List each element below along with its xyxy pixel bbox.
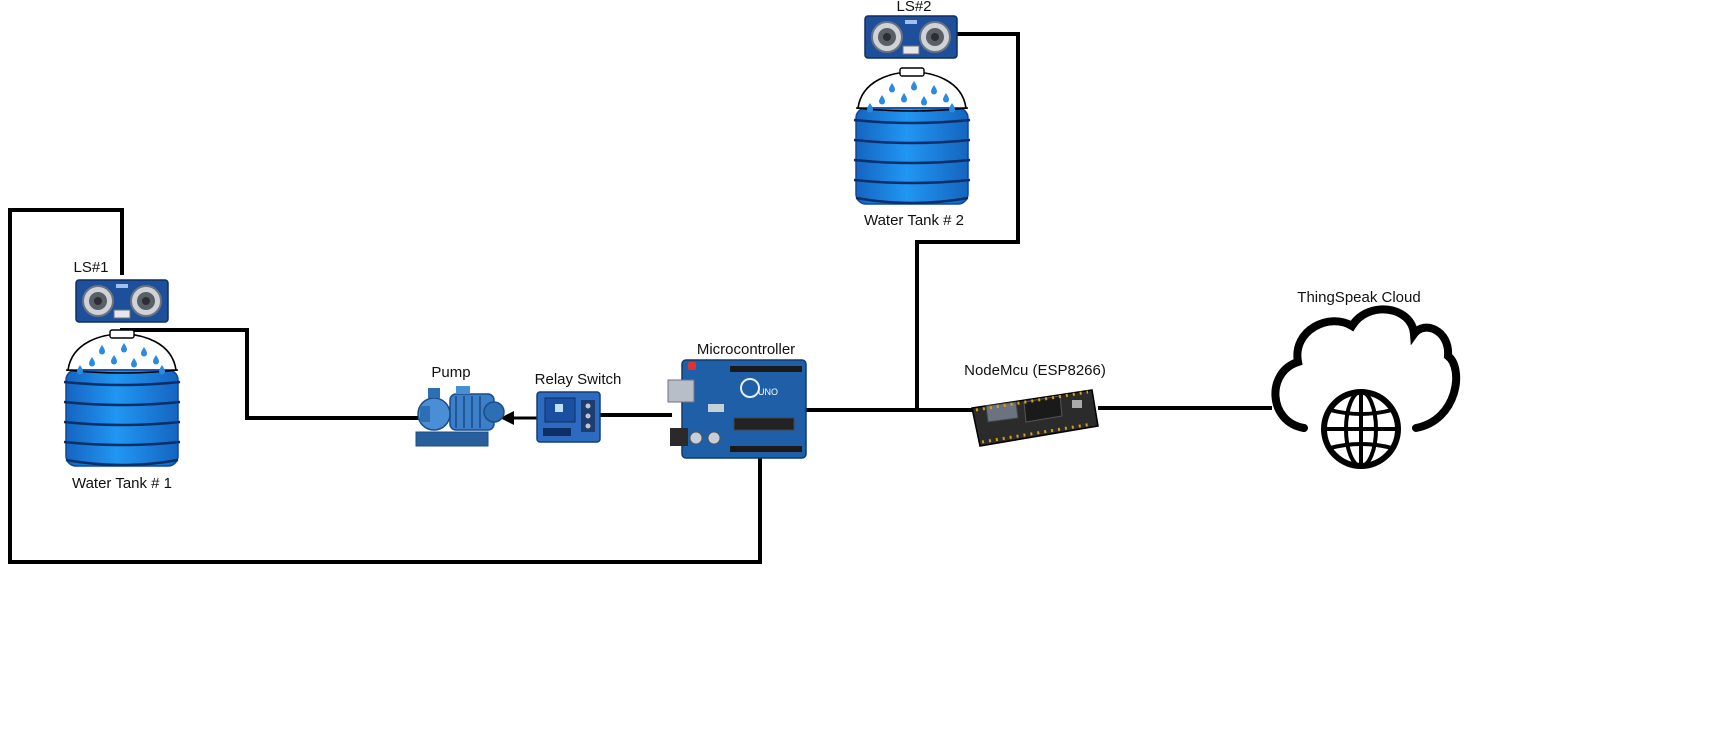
ls2-label: LS#2	[896, 0, 932, 15]
relay-switch-label: Relay Switch	[534, 371, 622, 388]
cloud-globe-icon	[1271, 305, 1461, 469]
water-tank-icon	[854, 68, 970, 204]
water-tank-2-label: Water Tank # 2	[863, 212, 965, 229]
nodemcu-label: NodeMcu (ESP8266)	[964, 362, 1106, 379]
wire-ls1-to-microcontroller	[8, 208, 762, 564]
pump-icon	[415, 386, 505, 447]
thingspeak-cloud-label: ThingSpeak Cloud	[1297, 289, 1421, 306]
ultrasonic-sensor-icon	[864, 15, 958, 59]
ls1-label: LS#1	[73, 259, 109, 276]
wiring	[8, 32, 1272, 564]
arrow-relay-to-pump	[500, 411, 537, 425]
water-tank-icon	[64, 330, 180, 466]
microcontroller-label: Microcontroller	[696, 341, 796, 358]
wire-tank1-to-pump	[120, 328, 420, 420]
nodemcu-board-icon	[971, 389, 1099, 447]
wire-ls2-to-microcontroller	[915, 32, 1020, 410]
board-text: UNO	[758, 387, 778, 397]
water-tank-1-label: Water Tank # 1	[71, 475, 173, 492]
relay-module-icon	[536, 391, 601, 443]
arduino-uno-icon: UNO	[667, 359, 807, 459]
ultrasonic-sensor-icon	[75, 279, 169, 323]
pump-label: Pump	[431, 364, 471, 381]
